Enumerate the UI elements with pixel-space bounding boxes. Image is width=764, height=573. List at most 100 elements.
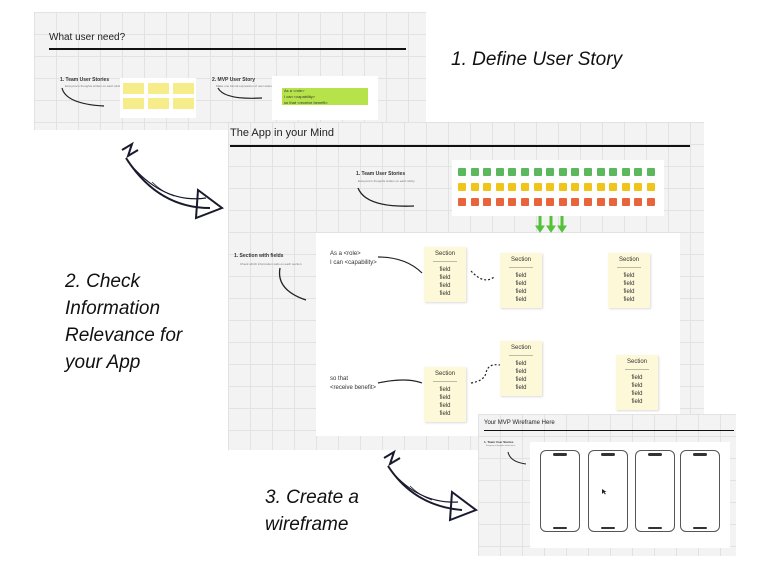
phone-frame[interactable] bbox=[588, 450, 628, 532]
section-note-field: field bbox=[439, 291, 451, 297]
user-story-sticky bbox=[571, 198, 580, 206]
step-2-line: Relevance for bbox=[65, 325, 183, 346]
section-note-field: field bbox=[439, 283, 451, 289]
user-story-sticky bbox=[584, 198, 592, 206]
user-story-sticky bbox=[609, 183, 618, 191]
section-note-field: field bbox=[515, 361, 527, 367]
wireframe-card bbox=[530, 442, 730, 548]
user-story-sticky bbox=[584, 183, 592, 191]
phone-frame[interactable] bbox=[680, 450, 720, 532]
step-2-label: 2. Check Information Relevance for your … bbox=[65, 268, 182, 376]
phone-notch bbox=[601, 453, 615, 456]
user-story-sticky bbox=[584, 168, 592, 176]
board2-section-fields-label: 1. Section with fields bbox=[234, 253, 284, 259]
board-what-user-need: What user need? 1. Team User Stories Eve… bbox=[34, 12, 426, 130]
user-story-sticky bbox=[546, 198, 555, 206]
user-story-sticky bbox=[483, 198, 492, 206]
user-story-sticky bbox=[495, 168, 504, 176]
benefit-text: <receive benefit> bbox=[330, 385, 377, 391]
section-note-divider: ------------ bbox=[625, 367, 649, 373]
mini-sticky bbox=[173, 98, 194, 109]
user-story-sticky bbox=[508, 183, 517, 191]
arrow-step2-to-step3 bbox=[383, 449, 479, 522]
user-story-sticky bbox=[596, 198, 605, 206]
phone-notch bbox=[648, 453, 662, 456]
step-3-label: 3. Create a wireframe bbox=[265, 484, 359, 538]
phone-frame[interactable] bbox=[635, 450, 675, 532]
section-note-field: field bbox=[439, 395, 451, 401]
step-1-label: 1. Define User Story bbox=[451, 49, 623, 70]
board1-curves bbox=[61, 87, 263, 107]
mvp-story-highlight bbox=[282, 88, 368, 105]
board2-sticky-grid bbox=[452, 160, 664, 216]
section-note-field: field bbox=[515, 377, 527, 383]
user-story-sticky bbox=[609, 168, 618, 176]
user-story-sticky bbox=[647, 198, 655, 206]
mvp-story-line: As a <role> bbox=[284, 88, 305, 93]
user-story-sticky bbox=[483, 183, 492, 191]
board1-mvp-story-sub: Make one formal expression of user stori… bbox=[216, 84, 274, 88]
user-story-sticky bbox=[558, 183, 567, 191]
user-story-sticky bbox=[596, 168, 605, 176]
board2-team-stories-sub: Everyone's thoughts written on each stic… bbox=[358, 179, 415, 183]
phone-frame[interactable] bbox=[540, 450, 580, 532]
mini-sticky bbox=[148, 98, 169, 109]
step-2-line: your App bbox=[65, 352, 141, 373]
section-note-field: field bbox=[439, 403, 451, 409]
user-story-sticky bbox=[634, 183, 643, 191]
step-3-line: wireframe bbox=[265, 514, 349, 535]
user-story-sticky bbox=[521, 168, 529, 176]
board2-team-stories-label: 1. Team User Stories bbox=[356, 171, 406, 177]
user-story-sticky bbox=[571, 183, 580, 191]
phone-home-bar bbox=[553, 527, 567, 529]
mini-sticky bbox=[173, 83, 194, 94]
section-note-field: field bbox=[515, 385, 527, 391]
step-2-line: Information bbox=[65, 298, 161, 319]
board3-title: Your MVP Wireframe Here bbox=[484, 420, 555, 426]
mvp-story-line: so that <receive benefit> bbox=[284, 100, 328, 105]
board1-sticky-card bbox=[120, 78, 196, 118]
user-story-sticky bbox=[647, 168, 655, 176]
user-story-sticky bbox=[470, 198, 479, 206]
user-story-sticky bbox=[470, 183, 479, 191]
mini-sticky bbox=[148, 83, 169, 94]
benefit-text: so that bbox=[330, 376, 349, 382]
section-note-field: field bbox=[623, 281, 635, 287]
user-story-sticky bbox=[458, 198, 466, 206]
section-note-title: Section bbox=[510, 257, 531, 263]
green-down-arrows bbox=[535, 216, 567, 233]
user-story-sticky bbox=[546, 183, 555, 191]
phone-home-bar bbox=[601, 527, 615, 529]
user-story-sticky bbox=[508, 168, 517, 176]
step-3-line: 3. Create a bbox=[265, 487, 359, 508]
board1-team-stories-label: 1. Team User Stories bbox=[60, 77, 110, 83]
user-story-sticky bbox=[508, 198, 517, 206]
section-note-field: field bbox=[515, 273, 527, 279]
user-story-sticky bbox=[470, 168, 479, 176]
user-story-sticky bbox=[533, 198, 542, 206]
board3-team-stories-label: 1. Team User Stories bbox=[484, 440, 514, 444]
section-note-field: field bbox=[623, 273, 635, 279]
user-story-sticky bbox=[596, 183, 605, 191]
user-story-sticky bbox=[521, 198, 529, 206]
user-story-sticky bbox=[483, 168, 492, 176]
section-note-field: field bbox=[623, 297, 635, 303]
phone-home-bar bbox=[693, 527, 707, 529]
user-story-sticky bbox=[609, 198, 618, 206]
user-story-sticky bbox=[533, 168, 542, 176]
board3-divider bbox=[484, 430, 734, 431]
arrow-step1-to-step2 bbox=[121, 141, 225, 220]
role-text: I can <capability> bbox=[330, 260, 377, 266]
section-note-divider: ------------ bbox=[509, 353, 533, 359]
section-note-title: Section bbox=[434, 371, 455, 377]
section-note-field: field bbox=[439, 275, 451, 281]
section-note-field: field bbox=[631, 375, 643, 381]
step-2-line: 2. Check bbox=[65, 271, 140, 292]
user-story-sticky bbox=[621, 168, 630, 176]
